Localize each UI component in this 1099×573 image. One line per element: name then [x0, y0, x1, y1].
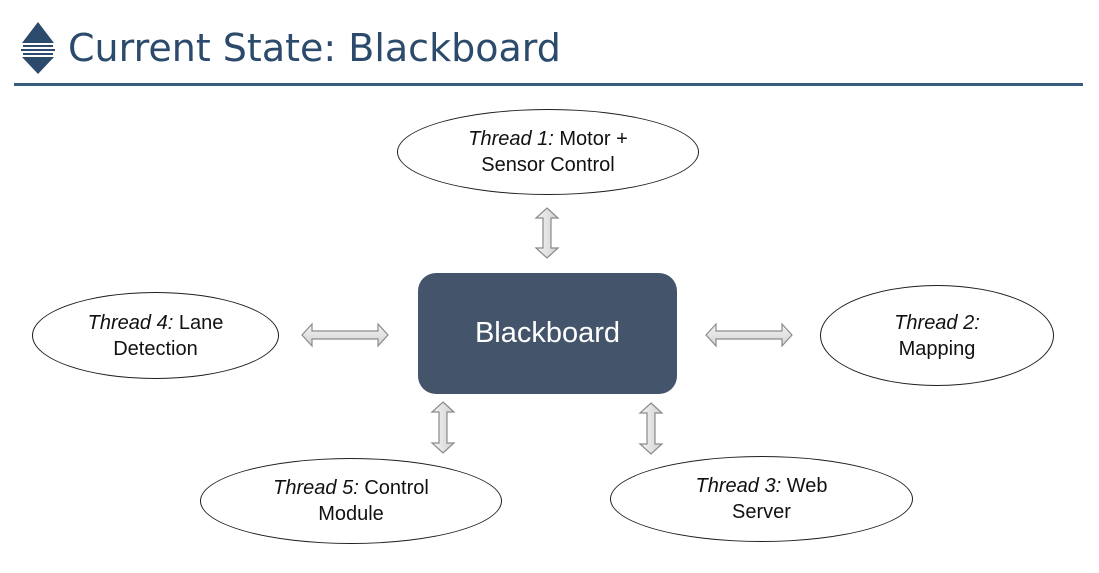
thread-1-node: Thread 1: Motor + Sensor Control: [397, 109, 699, 195]
thread-1-title-rest: Motor +: [553, 128, 628, 150]
page-title: Current State: Blackboard: [68, 26, 561, 70]
bidirectional-arrow-icon: [638, 402, 664, 455]
title-bar: Current State: Blackboard: [20, 20, 561, 76]
stacked-diamond-logo-icon: [21, 22, 55, 74]
thread-4-subtitle: Detection: [113, 337, 198, 360]
thread-5-subtitle: Module: [318, 503, 384, 525]
thread-4-prefix: Thread 4:: [87, 311, 174, 334]
thread-3-title-rest: Web: [781, 475, 828, 497]
bidirectional-arrow-icon: [301, 322, 389, 348]
thread-1-subtitle: Sensor Control: [481, 154, 615, 176]
thread-2-prefix: Thread 2:: [894, 311, 980, 334]
bidirectional-arrow-icon: [705, 322, 793, 348]
thread-3-prefix: Thread 3:: [695, 475, 782, 497]
thread-5-prefix: Thread 5:: [273, 477, 359, 499]
thread-3-subtitle: Server: [732, 501, 791, 523]
thread-2-node: Thread 2: Mapping: [820, 285, 1054, 386]
title-divider: [14, 83, 1083, 86]
hub-label: Blackboard: [474, 317, 621, 349]
blackboard-hub: Blackboard: [418, 273, 677, 394]
thread-3-node: Thread 3: Web Server: [610, 456, 913, 542]
bidirectional-arrow-icon: [430, 401, 456, 454]
thread-2-subtitle: Mapping: [898, 337, 976, 360]
thread-4-node: Thread 4: Lane Detection: [32, 292, 279, 379]
thread-5-title-rest: Control: [358, 477, 429, 499]
thread-4-title-rest: Lane: [173, 311, 224, 334]
bidirectional-arrow-icon: [534, 207, 560, 259]
thread-1-prefix: Thread 1:: [468, 128, 554, 150]
thread-5-node: Thread 5: Control Module: [200, 458, 502, 544]
